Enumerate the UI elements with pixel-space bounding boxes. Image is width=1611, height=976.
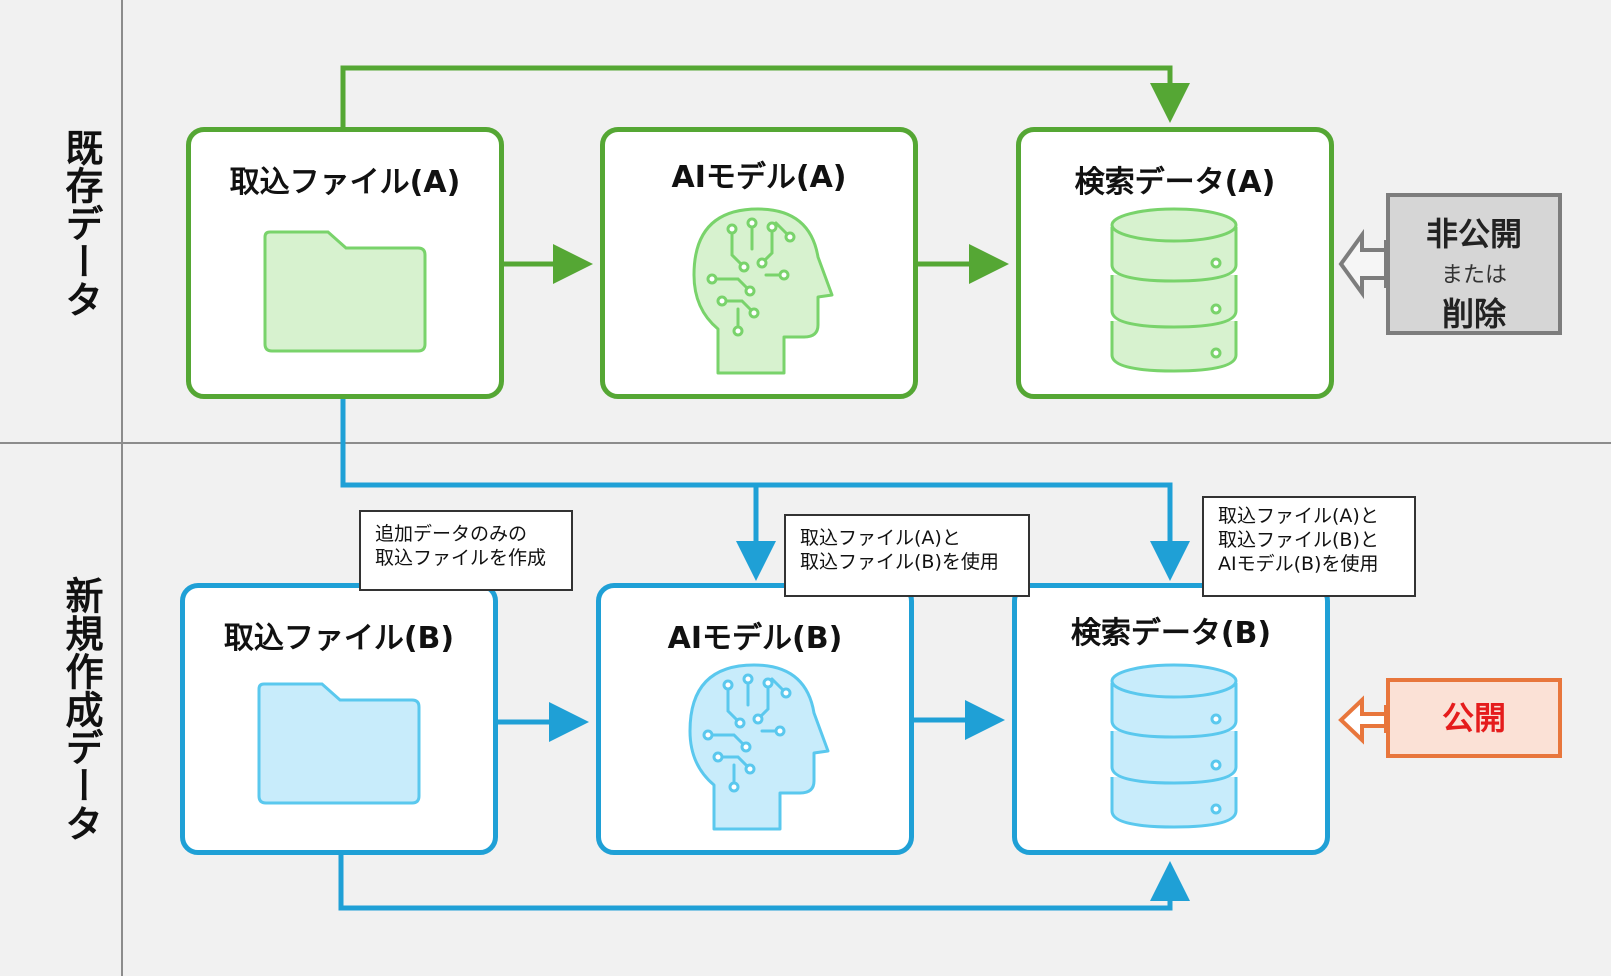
box-search-data-a: 検索データ(A)	[1016, 127, 1334, 399]
box-title: 検索データ(A)	[1074, 165, 1276, 200]
box-import-file-a: 取込ファイル(A)	[186, 127, 504, 399]
row-label-new: 新規作成データ	[59, 576, 103, 842]
private-or-delete-badge: 非公開 または 削除	[1386, 193, 1562, 335]
public-label: 公開	[1441, 699, 1506, 737]
note-search-b: 取込ファイル(A)と 取込ファイル(B)と AIモデル(B)を使用	[1202, 496, 1416, 597]
private-label: 非公開	[1425, 215, 1522, 253]
row-label-existing: 既存データ	[59, 128, 103, 318]
arrow-import-a-to-search-a	[340, 65, 1190, 127]
database-icon	[1110, 663, 1238, 829]
public-badge: 公開	[1386, 678, 1562, 758]
box-title: AIモデル(B)	[667, 621, 843, 656]
delete-label: 削除	[1441, 295, 1506, 333]
box-ai-model-b: AIモデル(B)	[596, 583, 914, 855]
box-search-data-b: 検索データ(B)	[1012, 583, 1330, 855]
folder-icon	[257, 682, 421, 805]
folder-icon	[263, 230, 427, 353]
ai-head-icon	[688, 663, 830, 831]
box-import-file-b: 取込ファイル(B)	[180, 583, 498, 855]
or-label: または	[1440, 263, 1507, 288]
ai-head-icon	[692, 207, 834, 375]
box-ai-model-a: AIモデル(A)	[600, 127, 918, 399]
private-arrow	[1338, 228, 1388, 300]
note-import-b: 追加データのみの 取込ファイルを作成	[359, 510, 573, 591]
box-title: 検索データ(B)	[1070, 616, 1272, 651]
public-arrow	[1338, 695, 1388, 745]
arrow-import-b-to-search-b	[338, 852, 1190, 911]
box-title: AIモデル(A)	[671, 160, 847, 195]
database-icon	[1110, 207, 1238, 373]
box-title: 取込ファイル(A)	[229, 165, 461, 200]
note-ai-b: 取込ファイル(A)と 取込ファイル(B)を使用	[784, 514, 1030, 597]
box-title: 取込ファイル(B)	[223, 621, 455, 656]
